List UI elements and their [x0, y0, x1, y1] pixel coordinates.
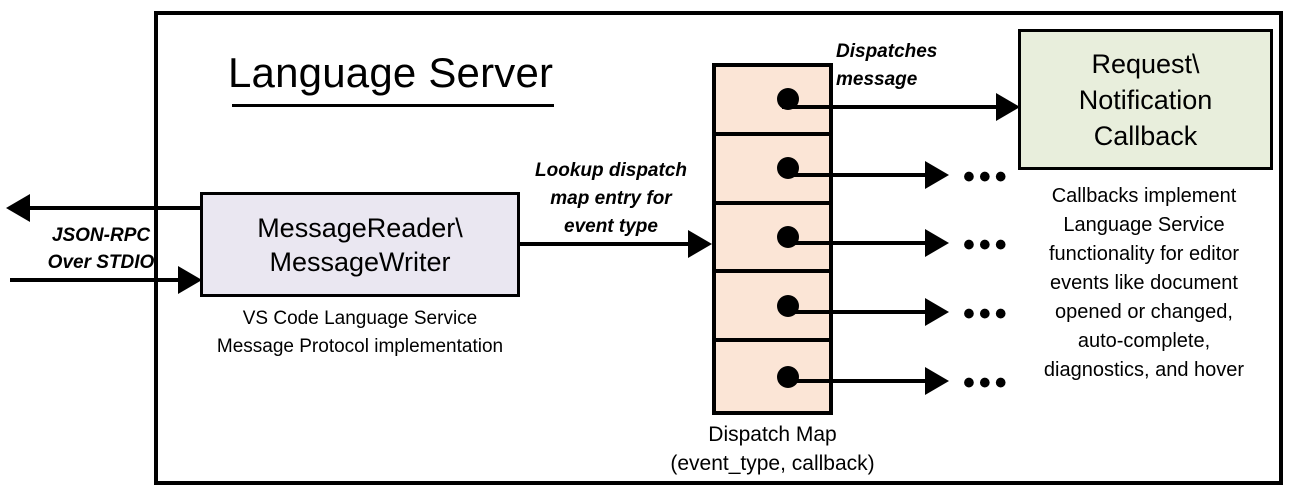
dispatch-row4-arrowhead — [925, 298, 949, 326]
callback-caption-line6: auto-complete, — [1077, 330, 1211, 352]
lookup-edge-line — [518, 242, 690, 246]
dispatch-row1-arrowhead — [996, 93, 1020, 121]
dispatch-row5-ellipsis: ••• — [963, 364, 1011, 402]
dispatch-row4-line — [782, 310, 927, 314]
page-title-underline — [232, 104, 554, 107]
dispatch-entry-dot-icon — [777, 88, 799, 111]
dispatches-label-line1: Dispatches — [836, 41, 938, 62]
dispatch-map-table[interactable] — [712, 63, 833, 415]
message-reader-writer-box[interactable]: MessageReader\ MessageWriter — [200, 192, 520, 297]
inbound-rpc-line — [10, 278, 180, 282]
message-box-caption-line2: Message Protocol implementation — [216, 336, 504, 357]
table-row[interactable] — [716, 135, 829, 205]
dispatch-row3-ellipsis: ••• — [963, 226, 1011, 264]
dispatch-map-caption-line1: Dispatch Map — [708, 423, 837, 446]
dispatch-row4-ellipsis: ••• — [963, 295, 1011, 333]
callback-box-caption: Callbacks implement Language Service fun… — [1008, 182, 1280, 385]
table-row[interactable] — [716, 273, 829, 343]
language-server-frame — [154, 11, 1283, 485]
message-box-line2: MessageWriter — [269, 246, 451, 277]
callback-box-line1: Request\ — [1091, 48, 1200, 79]
outbound-rpc-arrowhead — [6, 194, 30, 222]
dispatches-message-label: Dispatches message — [836, 38, 1006, 94]
dispatch-row1-line — [782, 105, 1000, 109]
table-row[interactable] — [716, 342, 829, 411]
page-title: Language Server — [228, 49, 554, 96]
callback-caption-line4: events like document — [1050, 272, 1238, 294]
callback-caption-line7: diagnostics, and hover — [1043, 359, 1245, 381]
message-box-line1: MessageReader\ — [257, 212, 463, 243]
callback-caption-line1: Callbacks implement — [1051, 185, 1237, 207]
callback-caption-line5: opened or changed, — [1055, 301, 1233, 323]
lookup-label-line2: map entry for — [550, 188, 672, 209]
callback-box-line3: Callback — [1093, 120, 1198, 151]
dispatches-label-line2: message — [836, 69, 918, 90]
lookup-edge-label: Lookup dispatch map entry for event type — [516, 157, 706, 241]
json-rpc-label-line2: Over STDIO — [47, 252, 155, 273]
callback-box-line2: Notification — [1078, 84, 1213, 115]
dispatch-entry-dot-icon — [777, 365, 799, 388]
message-box-caption: VS Code Language Service Message Protoco… — [188, 305, 532, 361]
callback-caption-line2: Language Service — [1063, 214, 1225, 236]
table-row[interactable] — [716, 67, 829, 136]
lookup-label-line1: Lookup dispatch — [535, 160, 687, 181]
inbound-rpc-arrowhead — [178, 266, 202, 294]
dispatch-row3-line — [782, 241, 927, 245]
dispatch-row2-ellipsis: ••• — [963, 158, 1011, 196]
json-rpc-label-line1: JSON-RPC — [51, 225, 151, 246]
dispatch-row5-arrowhead — [925, 367, 949, 395]
dispatch-row3-arrowhead — [925, 229, 949, 257]
dispatch-row2-arrowhead — [925, 161, 949, 189]
json-rpc-label: JSON-RPC Over STDIO — [26, 222, 176, 276]
dispatch-row2-line — [782, 173, 927, 177]
dispatch-row5-line — [782, 379, 927, 383]
dispatch-map-caption: Dispatch Map (event_type, callback) — [640, 420, 905, 478]
message-box-caption-line1: VS Code Language Service — [242, 308, 478, 329]
request-notification-callback-box[interactable]: Request\ Notification Callback — [1018, 29, 1273, 170]
table-row[interactable] — [716, 204, 829, 274]
dispatch-map-caption-line2: (event_type, callback) — [670, 452, 875, 475]
outbound-rpc-line — [30, 206, 202, 210]
callback-caption-line3: functionality for editor — [1048, 243, 1240, 265]
lookup-label-line3: event type — [564, 216, 658, 237]
lookup-edge-arrowhead — [688, 230, 712, 258]
